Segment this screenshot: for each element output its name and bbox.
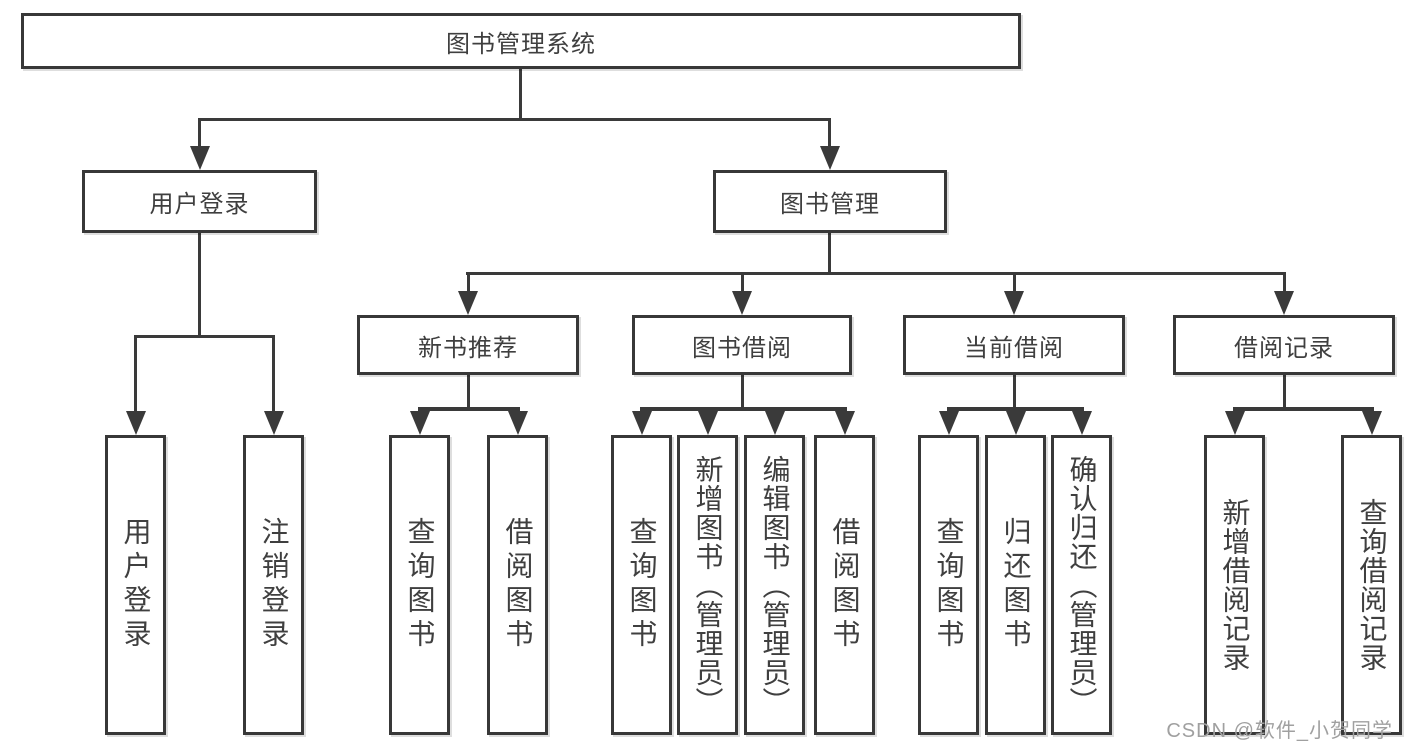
arrowhead-down: [1004, 291, 1024, 315]
leaf-edit-book-admin: 编辑图书（管理员）: [744, 435, 805, 735]
leaf-query-borrow-record: 查询借阅记录: [1341, 435, 1402, 735]
arrowhead-down: [765, 411, 785, 435]
leaf-confirm-return-admin: 确认归还（管理员）: [1051, 435, 1112, 735]
arrowhead-down: [632, 411, 652, 435]
arrowhead-down: [1362, 411, 1382, 435]
leaf-label: 注销登录: [258, 517, 290, 653]
leaf-user-login: 用户登录: [105, 435, 166, 735]
leaf-borrow-books-2: 借阅图书: [814, 435, 875, 735]
arrowhead-down: [820, 146, 840, 170]
connector-vline: [828, 118, 831, 146]
node-book-management-label: 图书管理: [780, 191, 880, 218]
connector-vline: [198, 118, 201, 146]
arrowhead-down: [264, 411, 284, 435]
leaf-label: 编辑图书（管理员）: [759, 454, 791, 716]
leaf-add-borrow-record: 新增借阅记录: [1204, 435, 1265, 735]
leaf-label: 确认归还（管理员）: [1066, 454, 1098, 716]
leaf-label: 查询图书: [933, 517, 965, 653]
connector-hline: [418, 407, 520, 411]
connector-hline: [640, 407, 847, 411]
connector-vline: [467, 272, 470, 291]
connector-hline: [947, 407, 1084, 411]
arrowhead-down: [190, 146, 210, 170]
leaf-return-book: 归还图书: [985, 435, 1046, 735]
leaf-query-books-2: 查询图书: [611, 435, 672, 735]
connector-vline: [467, 375, 470, 409]
leaf-label: 查询借阅记录: [1356, 498, 1388, 672]
leaf-query-books-1: 查询图书: [389, 435, 450, 735]
leaf-add-book-admin: 新增图书（管理员）: [677, 435, 738, 735]
node-book-borrow: 图书借阅: [632, 315, 852, 375]
connector-hline: [1233, 407, 1374, 411]
arrowhead-down: [126, 411, 146, 435]
node-user-login-label: 用户登录: [149, 191, 250, 218]
connector-vline: [198, 233, 201, 337]
leaf-label: 新增借阅记录: [1219, 498, 1251, 672]
connector-vline: [1283, 375, 1286, 409]
node-new-book-recommend-label: 新书推荐: [418, 334, 518, 362]
connector-vline: [1283, 272, 1286, 291]
leaf-label: 查询图书: [404, 517, 436, 653]
connector-vline: [741, 272, 744, 291]
connector-vline: [1013, 272, 1016, 291]
leaf-label: 归还图书: [1000, 517, 1032, 653]
node-root-label: 图书管理系统: [446, 30, 596, 58]
node-book-management: 图书管理: [713, 170, 947, 233]
node-borrow-records-label: 借阅记录: [1234, 334, 1334, 362]
connector-hline: [134, 335, 275, 338]
arrowhead-down: [1225, 411, 1245, 435]
connector-vline: [272, 335, 275, 411]
leaf-query-books-3: 查询图书: [918, 435, 979, 735]
connector-vline: [519, 69, 522, 121]
arrowhead-down: [732, 291, 752, 315]
arrowhead-down: [458, 291, 478, 315]
node-book-borrow-label: 图书借阅: [692, 334, 792, 362]
connector-hline: [466, 272, 1286, 275]
node-user-login: 用户登录: [82, 170, 317, 233]
node-current-borrow: 当前借阅: [903, 315, 1125, 375]
leaf-label: 用户登录: [120, 517, 152, 653]
arrowhead-down: [1072, 411, 1092, 435]
leaf-label: 借阅图书: [829, 517, 861, 653]
arrowhead-down: [508, 411, 528, 435]
watermark: CSDN @软件_小贺同学: [1166, 720, 1393, 742]
leaf-label: 借阅图书: [502, 517, 534, 653]
arrowhead-down: [698, 411, 718, 435]
connector-vline: [1013, 375, 1016, 409]
node-root: 图书管理系统: [21, 13, 1021, 69]
connector-vline: [741, 375, 744, 409]
node-new-book-recommend: 新书推荐: [357, 315, 579, 375]
leaf-label: 新增图书（管理员）: [692, 454, 724, 716]
arrowhead-down: [1274, 291, 1294, 315]
arrowhead-down: [835, 411, 855, 435]
node-borrow-records: 借阅记录: [1173, 315, 1395, 375]
connector-vline: [828, 233, 831, 275]
arrowhead-down: [410, 411, 430, 435]
connector-vline: [134, 335, 137, 411]
leaf-borrow-books-1: 借阅图书: [487, 435, 548, 735]
node-current-borrow-label: 当前借阅: [964, 334, 1064, 362]
leaf-logout: 注销登录: [243, 435, 304, 735]
leaf-label: 查询图书: [626, 517, 658, 653]
arrowhead-down: [1006, 411, 1026, 435]
arrowhead-down: [939, 411, 959, 435]
connector-hline: [198, 118, 831, 121]
